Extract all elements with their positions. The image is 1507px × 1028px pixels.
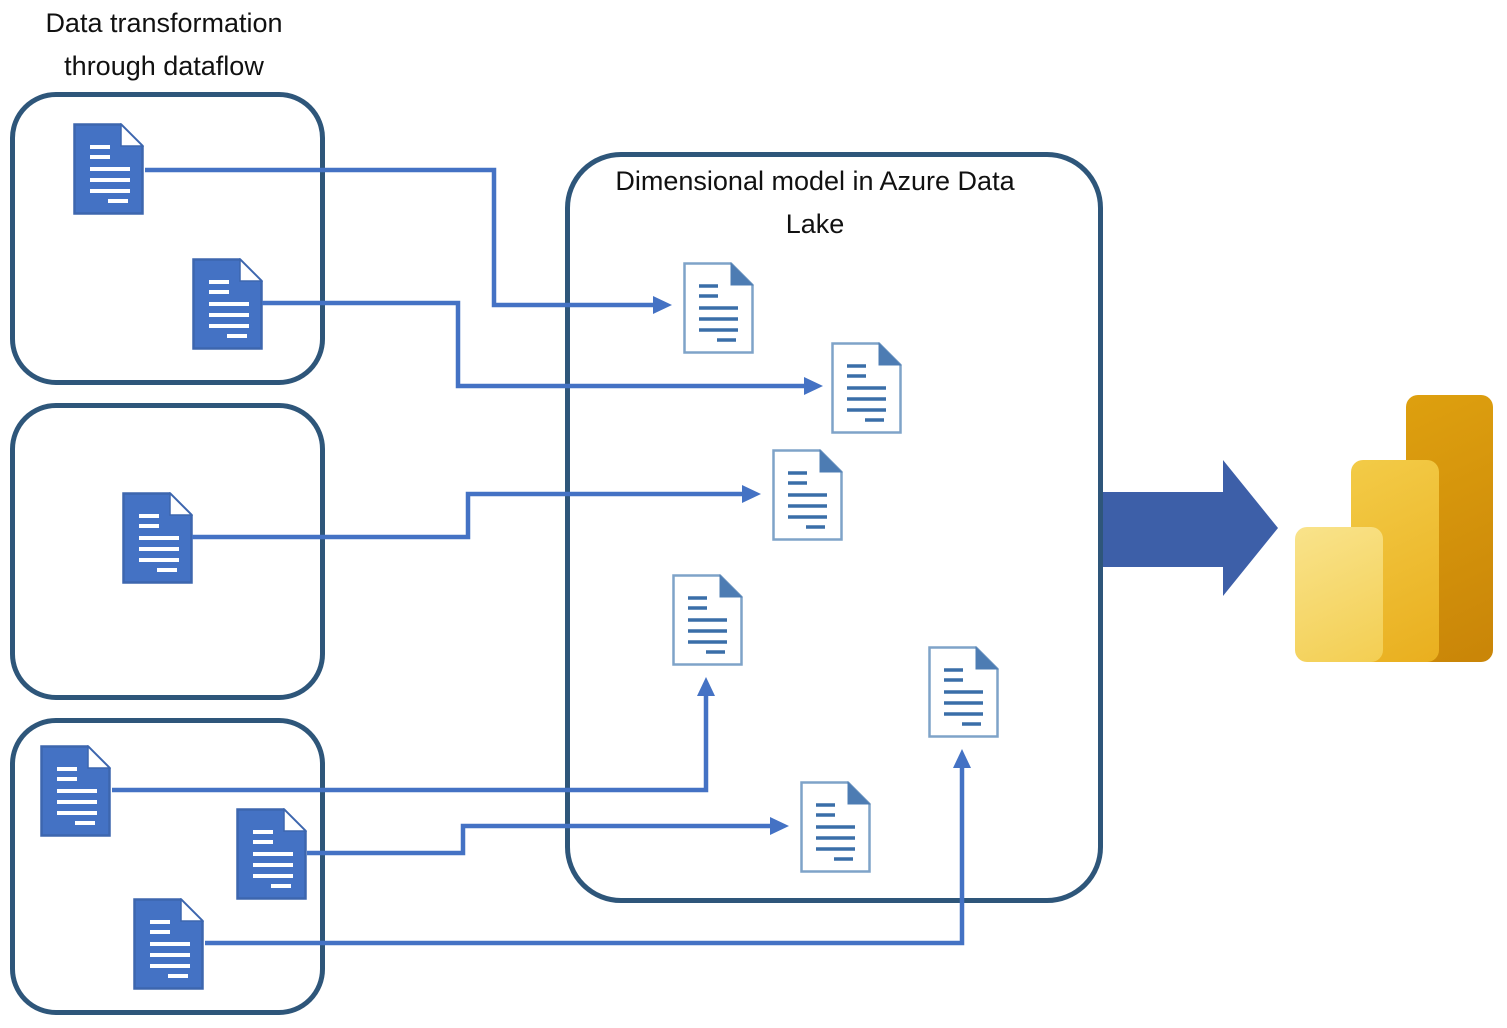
source-group-title: Data transformation through dataflow: [45, 8, 283, 81]
blue-document-icon: [236, 808, 307, 900]
blue-document-icon: [122, 492, 193, 584]
outline-document-icon: [800, 781, 871, 873]
outline-document-icon: [831, 342, 902, 434]
outline-document-icon: [772, 449, 843, 541]
blue-document-icon: [133, 898, 204, 990]
dataflow-box-1: [10, 92, 325, 385]
outline-document-icon: [672, 574, 743, 666]
outline-document-icon: [683, 262, 754, 354]
big-right-arrow-icon: [1103, 460, 1278, 596]
dimensional-model-title: Dimensional model in Azure Data Lake: [615, 166, 1015, 239]
blue-document-icon: [192, 258, 263, 350]
power-bi-bar-light-icon: [1295, 527, 1383, 662]
blue-document-icon: [40, 745, 111, 837]
blue-document-icon: [73, 123, 144, 215]
outline-document-icon: [928, 646, 999, 738]
